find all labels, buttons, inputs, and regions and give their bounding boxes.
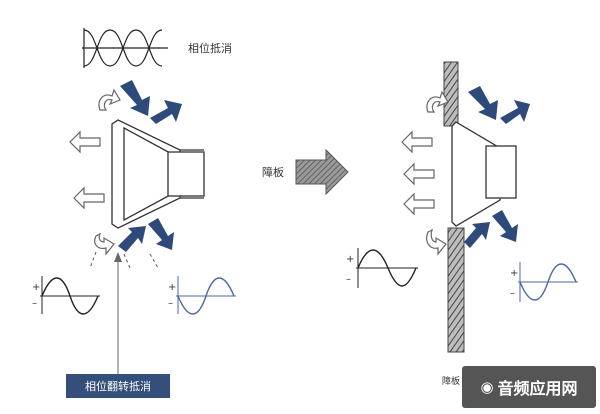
plus-sign-3: +	[346, 254, 354, 265]
minus-sign-4: –	[510, 288, 515, 299]
baffle-small-label: 障板	[442, 375, 460, 387]
wechat-icon: ◉	[480, 378, 494, 396]
right-speaker	[451, 121, 517, 227]
plus-sign-1: +	[32, 282, 40, 293]
left-outline-arrows	[69, 88, 121, 256]
add-baffle-label: 障板	[262, 165, 284, 179]
right-blue-arrows	[464, 86, 530, 248]
minus-sign-1: –	[32, 298, 37, 309]
watermark-text: 音频应用网	[497, 379, 578, 398]
left-wave-blue	[176, 276, 236, 315]
watermark: ◉ 音频应用网	[462, 366, 596, 408]
transition-arrow	[295, 148, 349, 196]
phase-cancel-label: 相位抵消	[188, 41, 232, 55]
right-wave-black	[356, 248, 418, 288]
left-speaker	[111, 119, 205, 229]
left-wave-black	[40, 276, 100, 315]
phase-inversion-callout: 相位翻转抵消	[66, 374, 170, 398]
left-blue-arrows	[118, 80, 182, 252]
plus-sign-4: +	[510, 268, 518, 279]
top-interference-waves	[82, 28, 168, 68]
callout-arrowhead	[114, 252, 122, 262]
right-wave-blue	[518, 262, 578, 302]
baffle-bottom	[447, 227, 465, 353]
right-outline-arrows	[401, 90, 449, 256]
plus-sign-2: +	[168, 282, 176, 293]
baffle-top	[443, 61, 459, 127]
left-wave-leaders	[89, 251, 159, 269]
minus-sign-2: –	[168, 298, 173, 309]
minus-sign-3: –	[346, 274, 351, 285]
